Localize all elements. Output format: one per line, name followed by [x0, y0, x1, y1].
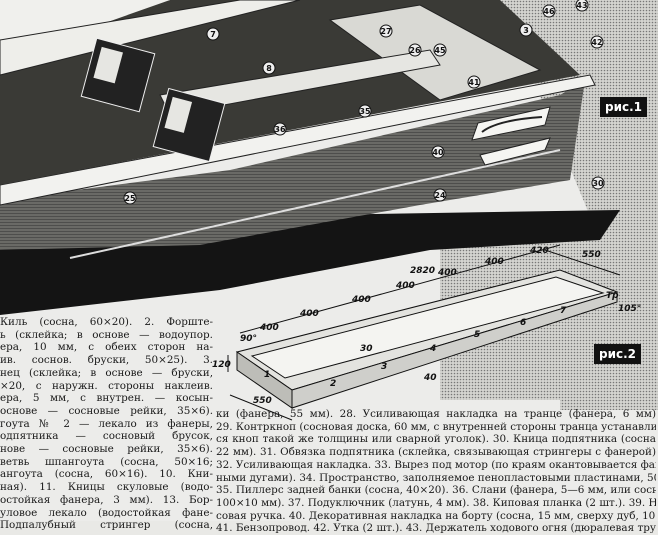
- svg-text:45: 45: [434, 46, 446, 55]
- caption-line: основе — сосновые рейки, 35×6).: [0, 404, 213, 417]
- caption-line: нове — сосновые рейки, 35×6).: [0, 443, 213, 456]
- svg-text:30: 30: [360, 344, 373, 354]
- svg-text:90°: 90°: [240, 334, 257, 344]
- svg-text:3: 3: [523, 26, 529, 35]
- caption-line: уловое лекало (водостойкая фане-: [0, 506, 213, 519]
- dimension-labels: 400 400 400 400 400 400 420 2820 550 550…: [212, 246, 641, 406]
- svg-text:400: 400: [484, 257, 504, 267]
- svg-text:35: 35: [359, 107, 371, 116]
- svg-text:2820: 2820: [410, 266, 435, 276]
- caption-line: остойкая фанера, 3 мм). 13. Бор-: [0, 493, 213, 506]
- svg-text:40: 40: [423, 373, 437, 383]
- svg-text:30: 30: [592, 179, 604, 188]
- caption-line: 35. Пиллерс задней банки (сосна, 40×20).…: [216, 484, 656, 497]
- caption-line: 41. Бензопровод. 42. Утка (2 шт.). 43. Д…: [216, 522, 656, 535]
- caption-line: ангоута (сосна, 60×16). 10. Кни-: [0, 468, 213, 481]
- caption-line: ь (склейка; в основе — водоупор.: [0, 328, 213, 341]
- caption-line: одпятника — сосновый брусок,: [0, 430, 213, 443]
- svg-text:105°: 105°: [618, 304, 641, 314]
- caption-line: ся кноп такой же толщины или сварной уго…: [216, 433, 656, 446]
- caption-line: 29. Контркноп (сосновая доска, 60 мм, с …: [216, 420, 656, 433]
- svg-text:400: 400: [437, 268, 457, 278]
- caption-line: ки (фанера, 55 мм). 28. Усиливающая накл…: [216, 408, 656, 420]
- svg-text:36: 36: [274, 125, 286, 134]
- caption-line: ными дугами). 34. Пространство, заполняе…: [216, 471, 656, 484]
- caption-line: 22 мм). 31. Обвязка подпятника (склейка,…: [216, 446, 656, 459]
- svg-text:40: 40: [432, 148, 444, 157]
- svg-text:420: 420: [529, 246, 549, 256]
- caption-line: гоута № 2 — лекало из фанеры,: [0, 417, 213, 430]
- caption-right-column: ки (фанера, 55 мм). 28. Усиливающая накл…: [216, 408, 656, 535]
- caption-line: ×20, с наружн. стороны наклеив.: [0, 379, 213, 392]
- svg-text:1: 1: [264, 370, 270, 380]
- svg-text:550: 550: [253, 396, 272, 406]
- svg-text:5: 5: [474, 330, 480, 340]
- svg-text:Тр: Тр: [606, 291, 619, 301]
- caption-line: ветвь шпангоута (сосна, 50×16;: [0, 455, 213, 468]
- svg-text:4: 4: [429, 344, 436, 354]
- svg-text:7: 7: [560, 306, 567, 316]
- caption-line: ная). 11. Кницы скуловые (водо-: [0, 481, 213, 494]
- svg-text:400: 400: [351, 295, 371, 305]
- caption-line: 100×10 мм). 37. Подуключник (латунь, 4 м…: [216, 496, 656, 509]
- callout-text: 7: [210, 30, 216, 39]
- svg-text:6: 6: [520, 318, 526, 328]
- svg-text:25: 25: [124, 194, 136, 203]
- figure-2-label: рис.2: [594, 344, 642, 364]
- figure-1-label: рис.1: [600, 97, 648, 117]
- caption-line: ив. соснов. бруски, 50×25). 3.: [0, 354, 213, 367]
- caption-line: Подпалубный стрингер (сосна,: [0, 519, 213, 532]
- caption-line: нец (склейка; в основе — бруски,: [0, 366, 213, 379]
- svg-text:400: 400: [259, 323, 279, 333]
- hull-side: [0, 80, 585, 250]
- stringer-frame-drawing: [227, 244, 621, 421]
- svg-text:2: 2: [330, 379, 336, 389]
- svg-text:42: 42: [591, 38, 602, 47]
- svg-text:24: 24: [434, 191, 446, 200]
- svg-text:400: 400: [395, 281, 415, 291]
- svg-text:550: 550: [582, 250, 601, 260]
- callout-7: 7: [206, 27, 220, 41]
- svg-text:41: 41: [468, 78, 480, 87]
- caption-line: ера, 10 мм, с обеих сторон на-: [0, 341, 213, 354]
- svg-text:120: 120: [212, 360, 231, 370]
- caption-line: совая ручка. 40. Декоративная накладка н…: [216, 509, 656, 522]
- svg-text:46: 46: [543, 7, 555, 16]
- logo-plate: [471, 106, 551, 141]
- caption-line: ера, 5 мм, с внутрен. — косын-: [0, 392, 213, 405]
- svg-text:400: 400: [299, 309, 319, 319]
- svg-text:27: 27: [380, 27, 391, 36]
- svg-text:8: 8: [266, 64, 272, 73]
- callouts: 7 8 27 26 45 3 46 43 42 41 35 36 40 24 3…: [123, 0, 605, 205]
- caption-line: 32. Усиливающая накладка. 33. Вырез под …: [216, 458, 656, 471]
- caption-line: Киль (сосна, 60×20). 2. Форште-: [0, 316, 213, 328]
- svg-text:43: 43: [576, 1, 587, 10]
- svg-text:26: 26: [409, 46, 421, 55]
- caption-left-column: Киль (сосна, 60×20). 2. Форште-ь (склейк…: [0, 316, 213, 532]
- svg-text:3: 3: [381, 362, 387, 372]
